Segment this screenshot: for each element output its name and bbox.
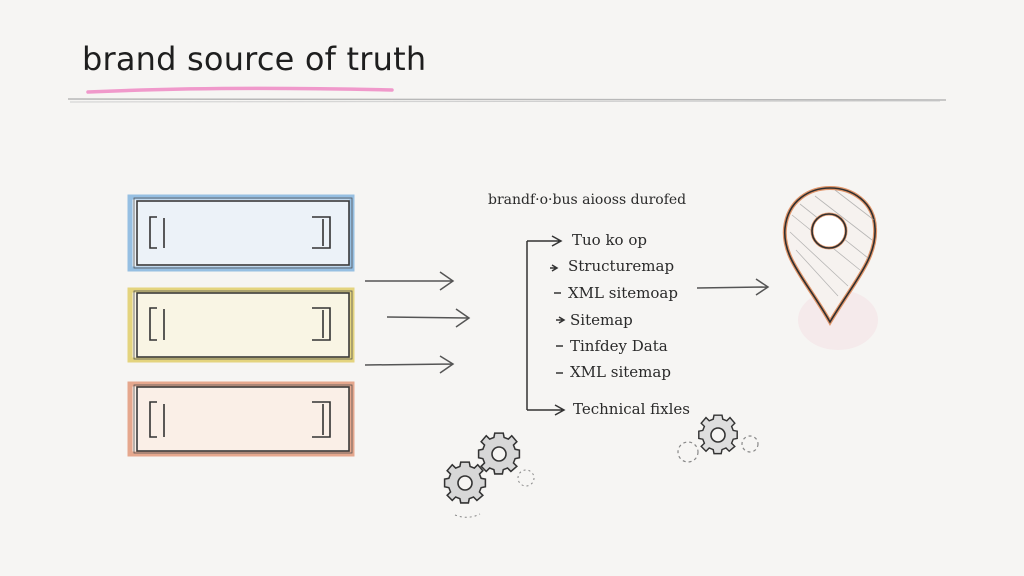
title-underline bbox=[67, 86, 947, 103]
panel-arrows bbox=[364, 271, 471, 374]
gear-icon bbox=[477, 432, 521, 475]
list-item: XML sitemoap bbox=[568, 284, 678, 302]
panel-blue bbox=[127, 194, 355, 272]
gear-sketch-marks bbox=[677, 435, 759, 463]
list-item: XML sitemap bbox=[570, 363, 671, 381]
list-item: Sitemap bbox=[570, 311, 633, 329]
gear-icon bbox=[443, 461, 487, 504]
list-item: Technical fixles bbox=[573, 400, 690, 418]
panel-yellow bbox=[127, 287, 355, 363]
gear-sketch-marks bbox=[454, 469, 535, 518]
list-header: brandf·o·bus aiooss durofed bbox=[488, 192, 687, 208]
list-item: Tinfdey Data bbox=[570, 337, 668, 355]
list-item: Structuremap bbox=[568, 257, 675, 275]
page-title: brand source of truth bbox=[82, 40, 427, 78]
list-bracket bbox=[526, 235, 566, 416]
list-item: Tuo ko op bbox=[572, 231, 647, 249]
panel-orange bbox=[127, 381, 355, 457]
pin-arrow bbox=[696, 278, 770, 296]
gear-icon bbox=[698, 414, 738, 455]
location-pin-icon bbox=[782, 185, 878, 350]
